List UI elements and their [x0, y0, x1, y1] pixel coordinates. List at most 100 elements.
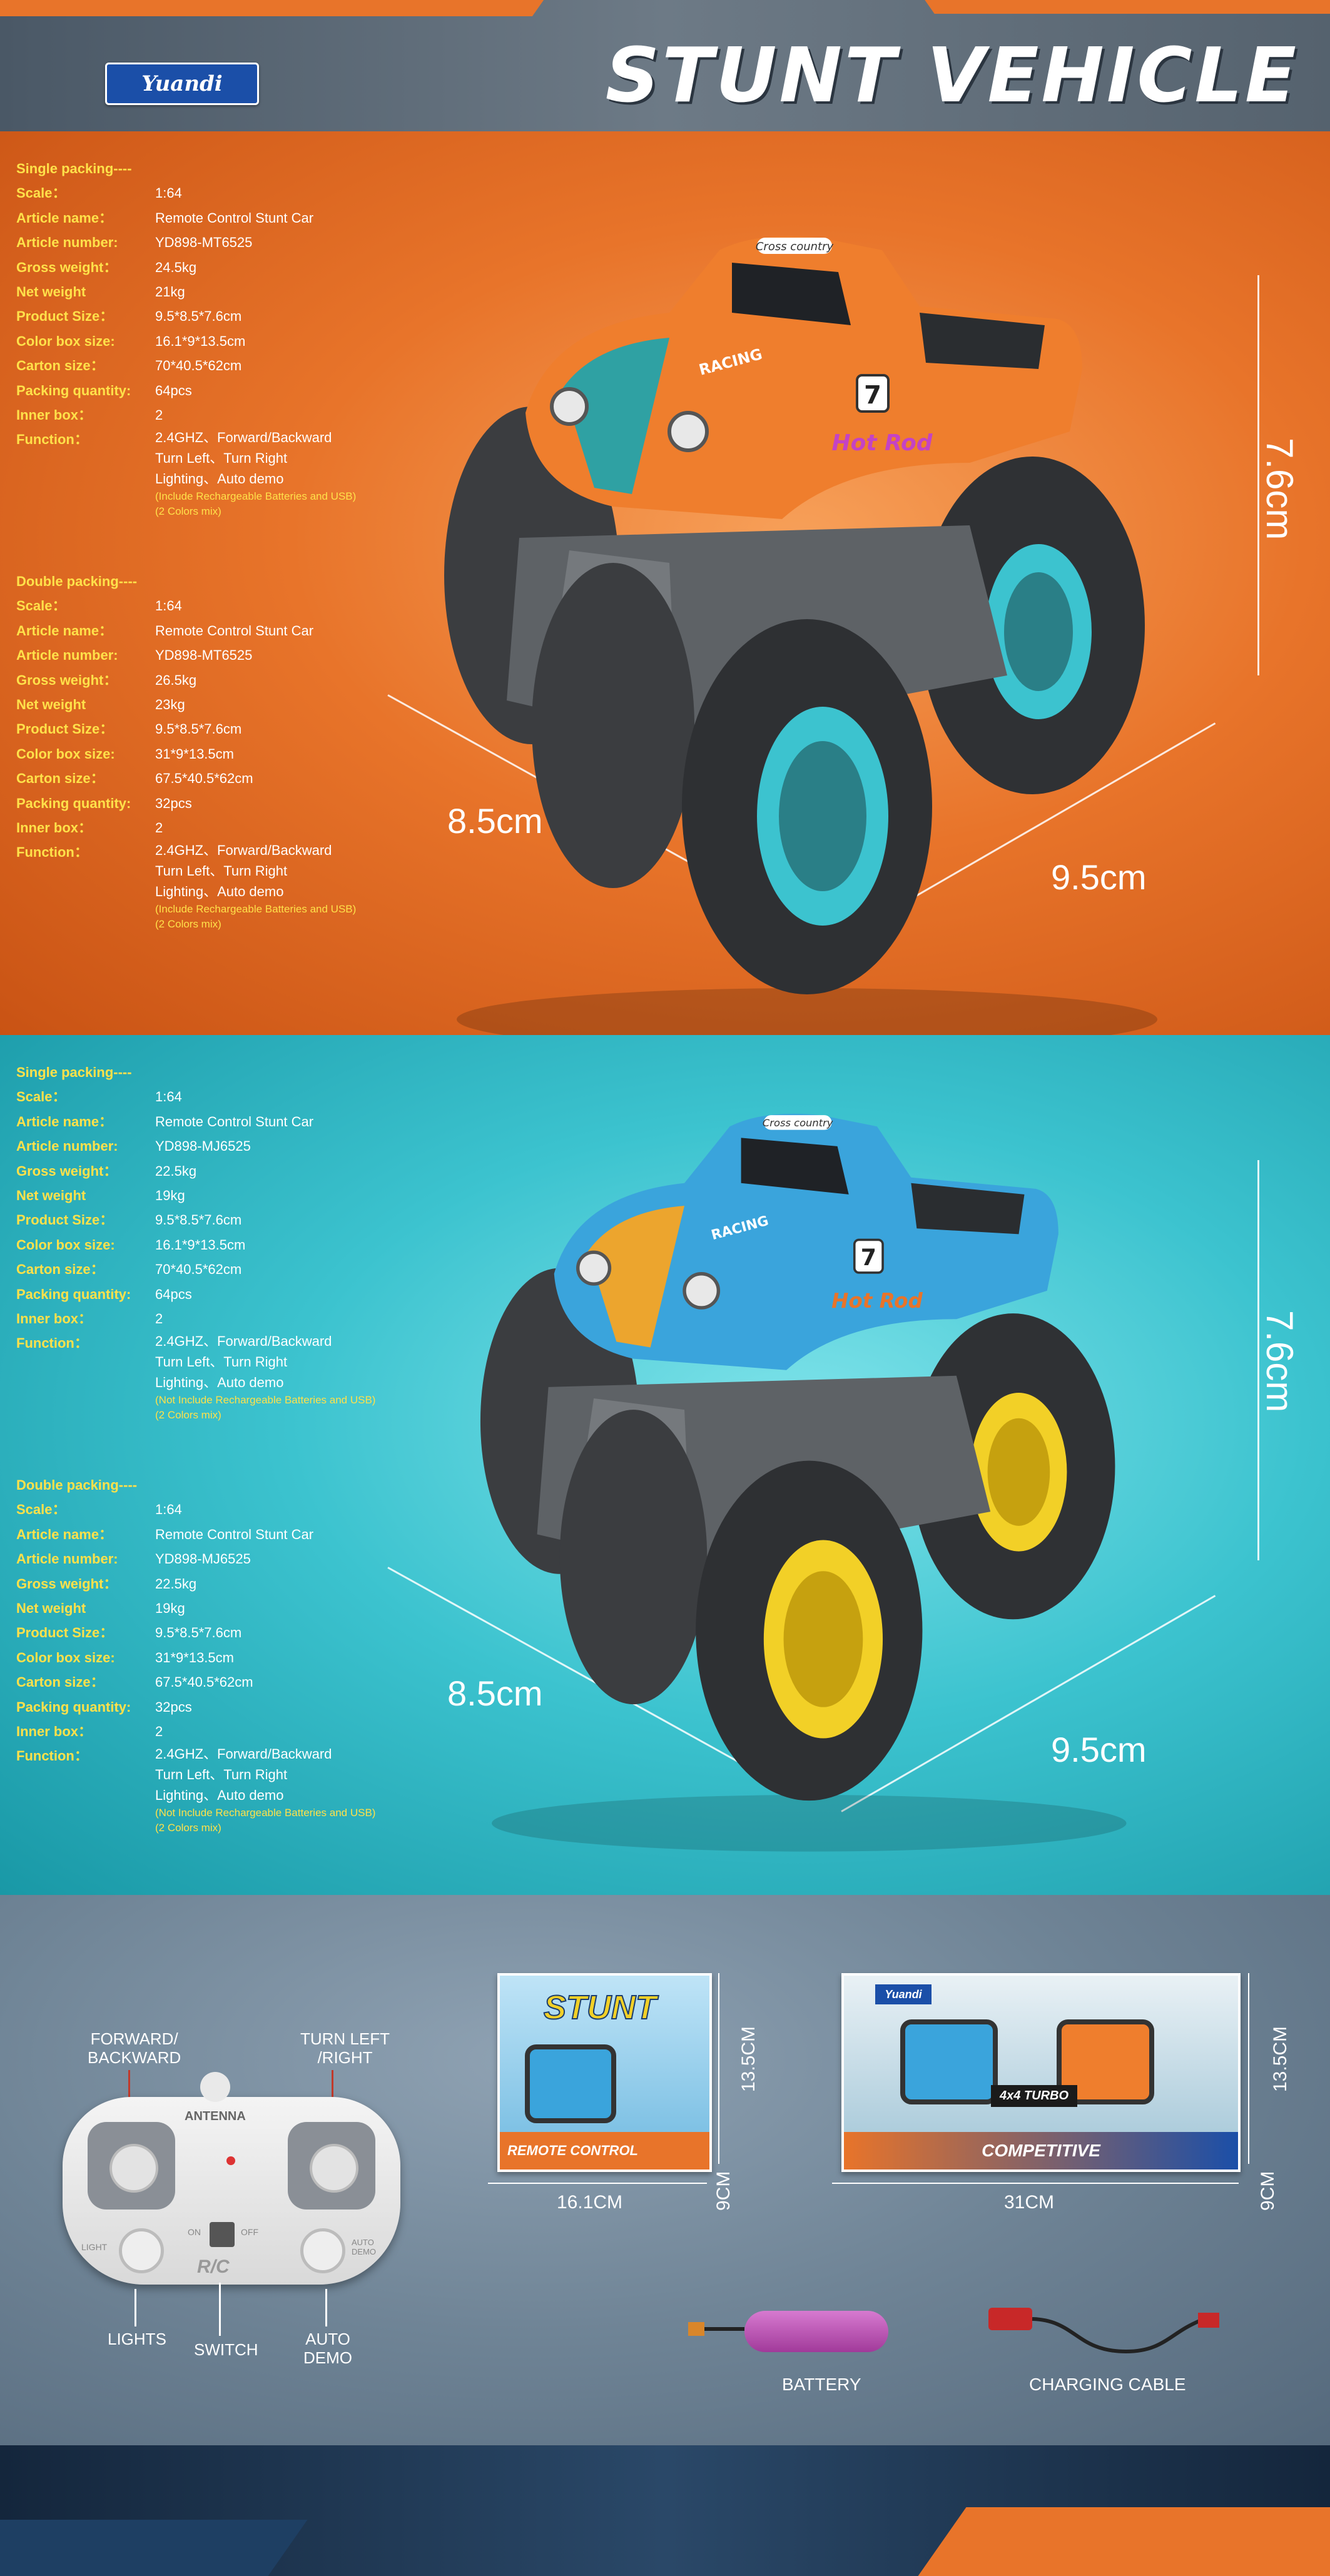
spec-row: Color box size:31*9*13.5cm: [16, 1649, 234, 1665]
spec-row: Gross weight：24.5kg: [16, 259, 197, 275]
blue-single-spec: Single packing---- Scale：1:64 Article na…: [16, 1060, 375, 1423]
spec-row: Article number:YD898-MJ6525: [16, 1551, 251, 1567]
single-box-width: 16.1CM: [557, 2192, 623, 2213]
spec-header: Single packing----: [16, 161, 132, 176]
spec-row: Scale：1:64: [16, 1089, 182, 1105]
spec-row: Function： 2.4GHZ、Forward/Backward Turn L…: [16, 1746, 376, 1834]
header-accent-stripe: [925, 0, 1330, 14]
single-box-depth: 9CM: [713, 2171, 734, 2211]
spec-row: Product Size：9.5*8.5*7.6cm: [16, 1212, 242, 1228]
lights-label: LIGHTS: [108, 2330, 166, 2348]
battery-wire: [701, 2327, 744, 2331]
auto-demo-label: AUTO DEMO: [303, 2330, 352, 2367]
box-band: COMPETITIVE: [844, 2132, 1238, 2169]
spec-row: Function： 2.4GHZ、Forward/Backward Turn L…: [16, 842, 357, 931]
spec-row: Packing quantity:32pcs: [16, 795, 192, 811]
height-dimension-line: [1257, 1160, 1259, 1560]
width-dimension-label: 9.5cm: [1051, 1730, 1147, 1769]
spec-row: Packing quantity:64pcs: [16, 1286, 192, 1302]
box-height-line: [718, 1973, 719, 2164]
box-car-icon: [525, 2044, 616, 2123]
spec-row: Product Size：9.5*8.5*7.6cm: [16, 308, 242, 325]
remote-control-image: ANTENNA ON OFF LIGHT R/C AUTO DEMO: [63, 2072, 400, 2285]
spec-row: Article name：Remote Control Stunt Car: [16, 622, 314, 639]
car-number: 7: [864, 381, 881, 410]
single-box-image: STUNT REMOTE CONTROL: [497, 1973, 712, 2172]
light-button: [119, 2228, 164, 2273]
rc-logo: R/C: [197, 2256, 230, 2277]
footer-banner: [0, 2445, 1330, 2576]
auto-demo-button-label: AUTO DEMO: [352, 2238, 376, 2256]
box-width-line: [832, 2183, 1239, 2184]
box-title: STUNT: [543, 1988, 657, 2027]
spec-row: Scale：1:64: [16, 598, 182, 614]
spec-row: Color box size:31*9*13.5cm: [16, 745, 234, 762]
spec-row: Scale：1:64: [16, 185, 182, 201]
blue-stunt-car-image: Cross country 7 Hot Rod RACING: [480, 1113, 1127, 1852]
spec-row: Article number:YD898-MT6525: [16, 647, 253, 664]
brand-logo: Yuandi: [105, 63, 259, 105]
battery-plug: [688, 2322, 704, 2336]
antenna-label: ANTENNA: [185, 2109, 246, 2123]
battery-label: BATTERY: [782, 2375, 861, 2394]
forward-backward-label: FORWARD/ BACKWARD: [88, 2029, 181, 2067]
box-badge: 4x4 TURBO: [991, 2085, 1078, 2107]
single-box-height: 13.5CM: [738, 2026, 759, 2092]
spec-row: Carton size：70*40.5*62cm: [16, 1261, 242, 1278]
spec-row: Gross weight：22.5kg: [16, 1575, 197, 1592]
spec-row: Carton size：70*40.5*62cm: [16, 358, 242, 374]
spec-row: Color box size:16.1*9*13.5cm: [16, 1236, 246, 1253]
spec-row: Inner box：2: [16, 407, 163, 423]
double-box-width: 31CM: [1004, 2192, 1055, 2213]
orange-stunt-car-image: Cross country 7 Hot Rod RACING: [444, 236, 1157, 1035]
spec-row: Packing quantity:32pcs: [16, 1699, 192, 1715]
car-side-logo: Hot Rod: [831, 1289, 923, 1313]
power-switch: [210, 2222, 235, 2247]
spec-row: Carton size：67.5*40.5*62cm: [16, 770, 253, 787]
box-height-line: [1248, 1973, 1249, 2164]
pointer-line: [325, 2289, 327, 2326]
blue-product-section: Single packing---- Scale：1:64 Article na…: [0, 1035, 1330, 1895]
header-banner: Yuandi STUNT VEHICLE: [0, 0, 1330, 131]
spec-row: Packing quantity:64pcs: [16, 382, 192, 398]
spec-row: Function： 2.4GHZ、Forward/Backward Turn L…: [16, 1333, 376, 1422]
turn-label: TURN LEFT /RIGHT: [300, 2029, 390, 2067]
orange-double-spec: Double packing---- Scale：1:64 Article na…: [16, 569, 356, 932]
antenna-icon: [200, 2072, 230, 2102]
spec-header: Single packing----: [16, 1064, 132, 1080]
spec-row: Color box size:16.1*9*13.5cm: [16, 333, 246, 349]
width-dimension-label: 9.5cm: [1051, 857, 1147, 897]
spec-row: Product Size：9.5*8.5*7.6cm: [16, 1625, 242, 1641]
spec-row: Scale：1:64: [16, 1502, 182, 1518]
double-box-image: Yuandi 4x4 TURBO COMPETITIVE: [841, 1973, 1241, 2172]
orange-product-section: Single packing---- Scale：1:64 Article na…: [0, 131, 1330, 1035]
auto-demo-button: [300, 2228, 345, 2273]
car-number: 7: [861, 1244, 876, 1271]
car-side-logo: Hot Rod: [831, 430, 933, 456]
depth-dimension-label: 8.5cm: [447, 801, 543, 841]
car-badge: Cross country: [756, 240, 834, 253]
led-icon: [226, 2156, 235, 2165]
switch-off-label: OFF: [241, 2227, 258, 2237]
depth-dimension-label: 8.5cm: [447, 1674, 543, 1713]
footer-accent-stripe: [918, 2507, 1330, 2576]
spec-row: Article name：Remote Control Stunt Car: [16, 210, 314, 226]
spec-header: Double packing----: [16, 573, 138, 589]
spec-row: Article number:YD898-MJ6525: [16, 1138, 251, 1154]
footer-accent-stripe: [0, 2520, 308, 2576]
pointer-line: [135, 2289, 136, 2326]
spec-row: Inner box：2: [16, 1724, 163, 1740]
height-dimension-line: [1257, 275, 1259, 675]
pointer-line: [219, 2283, 221, 2336]
box-band: REMOTE CONTROL: [500, 2132, 709, 2169]
spec-row: Gross weight：22.5kg: [16, 1163, 197, 1179]
right-joystick: [288, 2122, 375, 2210]
double-box-height: 13.5CM: [1270, 2026, 1291, 2092]
car-badge: Cross country: [763, 1117, 833, 1129]
spec-row: Article number:YD898-MT6525: [16, 235, 253, 251]
battery-image: [688, 2311, 888, 2352]
double-box-depth: 9CM: [1257, 2171, 1278, 2211]
